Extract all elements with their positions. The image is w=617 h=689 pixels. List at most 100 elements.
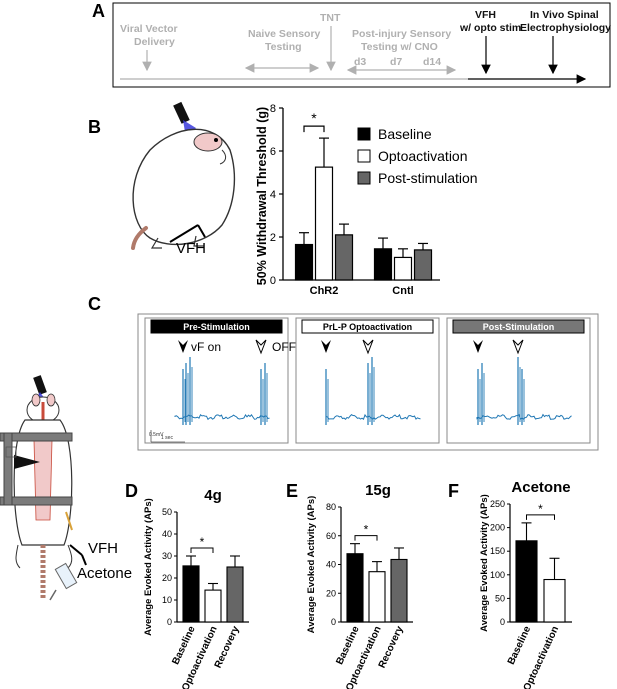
- chart-b-bar-chr2-baseline: [294, 243, 314, 281]
- chartF-ytick-label: 250: [490, 499, 505, 509]
- trace-panel-frame: [144, 317, 289, 444]
- panel-letter-c: C: [88, 294, 101, 314]
- chartE-ytick-label: 80: [326, 502, 336, 512]
- chartE-significance-bracket: [354, 535, 378, 541]
- trace-panel-2: PrL-P Optoactivation: [295, 317, 440, 444]
- traces-frame: [137, 313, 599, 451]
- vfh-filament-icon: [169, 224, 199, 243]
- legend-label-baseline: Baseline: [378, 126, 432, 142]
- legend-swatch-baseline: [357, 127, 371, 141]
- trace-title: PrL-P Optoactivation: [323, 322, 412, 332]
- trace-title-bar: [452, 319, 585, 334]
- timeline-post-line1: Post-injury Sensory: [352, 28, 451, 40]
- chartF-ytick-label: 0: [500, 617, 505, 627]
- timeline-ephys-line1: In Vivo Spinal: [530, 9, 599, 21]
- panel-letter-d: D: [125, 481, 138, 501]
- vfh-label-left: VFH: [88, 540, 118, 557]
- stimulus-on-arrow-icon: [473, 340, 483, 353]
- chart-b-bar-chr2-post-stimulation: [334, 234, 354, 281]
- off-label: OFF: [272, 340, 296, 354]
- chartF-ytick-label: 150: [490, 546, 505, 556]
- chartF-ytick-label: 100: [490, 570, 505, 580]
- chartE-ylabel: Average Evoked Activity (APs): [306, 496, 317, 634]
- chart-b-bar-cntl-post-stimulation: [413, 249, 433, 281]
- chartE-title: 15g: [365, 482, 391, 499]
- chartE-ytick-label: 40: [326, 560, 336, 570]
- clamp-bar-top: [0, 432, 73, 442]
- chartD-ytick-label: 40: [162, 529, 172, 539]
- chartD-significance-star: *: [200, 535, 205, 549]
- stimulus-on-arrow-icon: [178, 340, 188, 353]
- panel-letter-b: B: [88, 117, 101, 137]
- chartF-category-label: Baseline: [506, 624, 534, 666]
- timeline-event-viral: Viral Vector Delivery: [120, 23, 178, 72]
- chartD-bar-optoactivation: [204, 589, 222, 623]
- chartF-bar-optoactivation: [543, 578, 566, 623]
- chart-b-ytick-label: 8: [270, 103, 276, 115]
- scale-voltage-label: 0.5mV: [149, 432, 164, 438]
- chart-b-ytick-label: 2: [270, 232, 276, 244]
- timeline-naive-line1: Naive Sensory: [248, 28, 321, 40]
- timeline-post-line2: Testing w/ CNO: [361, 41, 438, 53]
- timeline-vfh-line1: VFH: [475, 9, 496, 21]
- chartF-bar-baseline: [515, 540, 538, 623]
- chartE-bar-optoactivation: [368, 571, 386, 623]
- stimulus-off-arrow-icon: [362, 339, 374, 355]
- chart-b-ylabel: 50% Withdrawal Threshold (g): [255, 107, 269, 285]
- trace-title: Pre-Stimulation: [183, 322, 250, 332]
- chart-b-category-chr2: ChR2: [310, 285, 339, 297]
- chartD-ytick-label: 30: [162, 551, 172, 561]
- timeline-event-vfh: VFH w/ opto stim: [459, 9, 521, 75]
- timeline-event-naive: Naive Sensory Testing: [244, 28, 321, 73]
- timeline-event-postinjury: Post-injury Sensory Testing w/ CNO d3 d7…: [346, 28, 457, 75]
- chartF-ytick-label: 200: [490, 523, 505, 533]
- chartF-title: Acetone: [511, 479, 570, 496]
- chart-b-legend: Baseline Optoactivation Post-stimulation: [357, 126, 478, 186]
- chartD-title: 4g: [204, 487, 222, 504]
- electrode-icon: [14, 455, 40, 469]
- vfh-label-b: VFH: [176, 240, 206, 257]
- trace-title-bar: [150, 319, 283, 334]
- timeline-ephys-line2: Electrophysiology: [520, 22, 611, 34]
- chartE-bar-recovery: [390, 558, 408, 623]
- stimulus-off-arrow-icon: [512, 339, 524, 355]
- chartD-ytick-label: 20: [162, 573, 172, 583]
- spinal-recording-illustration: [0, 375, 87, 601]
- timeline-day-d3: d3: [354, 56, 366, 68]
- timeline-vfh-line2: w/ opto stim: [459, 22, 521, 34]
- chartF-ylabel: Average Evoked Activity (APs): [479, 494, 490, 632]
- chartD-bar-baseline: [182, 565, 200, 623]
- timeline-day-d7: d7: [390, 56, 402, 68]
- chart-b-significance-star: *: [311, 110, 317, 126]
- trace-baseline: [476, 413, 572, 420]
- chart-b-significance-bracket: [303, 125, 325, 133]
- chart-b-ytick-label: 0: [270, 275, 276, 287]
- chart-b-ytick-label: 4: [270, 189, 276, 201]
- legend-label-post-stimulation: Post-stimulation: [378, 170, 478, 186]
- trace-title-bar: [301, 319, 434, 334]
- scale-time-label: 1 sec: [161, 435, 173, 441]
- legend-swatch-optoactivation: [357, 149, 371, 163]
- chart-b-bar-chr2-optoactivation: [314, 166, 334, 281]
- chartD-ylabel: Average Evoked Activity (APs): [143, 498, 154, 636]
- acetone-syringe-icon: [54, 562, 78, 590]
- tail-icon: [131, 226, 148, 250]
- chartE-ytick-label: 0: [331, 617, 336, 627]
- trace-title: Post-Stimulation: [483, 322, 555, 332]
- chartE-ytick-label: 60: [326, 531, 336, 541]
- legend-label-optoactivation: Optoactivation: [378, 148, 468, 164]
- chartF-ytick-label: 50: [495, 593, 505, 603]
- legend-swatch-post-stimulation: [357, 171, 371, 185]
- vf-on-label: vF on: [191, 340, 221, 354]
- panel-letter-f: F: [448, 481, 459, 501]
- timeline-tnt-label: TNT: [320, 12, 341, 24]
- timeline-naive-line2: Testing: [265, 41, 302, 53]
- timeline-box: [112, 2, 611, 88]
- optic-fiber-icon-2: [33, 375, 47, 395]
- optic-fiber-icon: [173, 101, 190, 124]
